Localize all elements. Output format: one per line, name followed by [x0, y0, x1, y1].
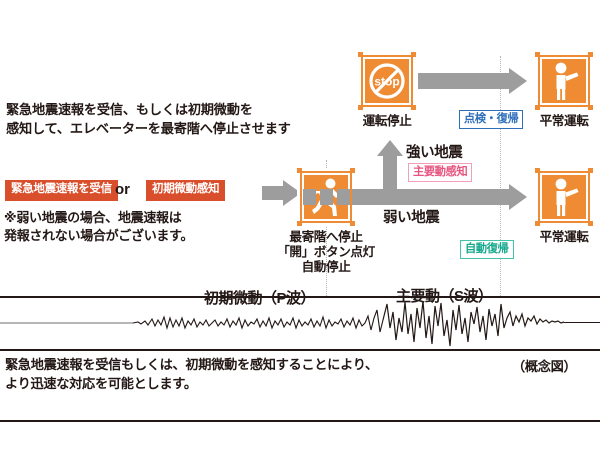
dotted-divider-left: [326, 160, 327, 296]
footer-text: 緊急地震速報を受信もしくは、初期微動を感知することにより、より迅速な対応を可能と…: [5, 357, 378, 392]
or-separator: or: [115, 181, 130, 198]
label-strong-quake: 強い地震: [406, 145, 463, 161]
elevator-side-right: [590, 57, 593, 105]
elevator-side-right: [590, 173, 593, 221]
elevator-lintel: [540, 168, 588, 171]
badge-initial-tremor-detected: 初期微動感知: [146, 180, 226, 201]
divider-baseline: [0, 420, 600, 423]
divider-bottom: [0, 349, 600, 352]
label-weak-quake: 弱い地震: [383, 210, 440, 226]
badge-auto-restore: 自動復帰: [460, 240, 514, 260]
elevator-side-left: [358, 57, 361, 105]
arrow-trigger-to-evacuate-head: [283, 180, 301, 206]
standing-person-icon: [555, 178, 579, 216]
elevator-lintel: [540, 52, 588, 55]
dashed-arrow-segment: [320, 189, 333, 205]
conceptual-diagram-note: （概念図）: [512, 359, 577, 374]
elevator-side-left: [535, 173, 538, 221]
headline-text: 緊急地震速報を受信、もしくは初期微動を感知して、エレベーターを最寄階へ停止させま…: [6, 102, 291, 136]
elevator-sill: [540, 107, 588, 110]
stop-sign-icon: stop: [369, 63, 405, 99]
elevator-side-left: [535, 57, 538, 105]
badge-main-motion-detected: 主要動感知: [408, 163, 473, 183]
divider-top: [0, 296, 600, 299]
dotted-divider-right: [500, 56, 501, 296]
svg-text:stop: stop: [374, 75, 399, 89]
elevator-normal-top-icon: [535, 52, 593, 110]
elevator-door-frame: [540, 173, 588, 221]
label-s-wave: 主要動（S波）: [396, 288, 493, 305]
arrow-to-stop-head: [377, 140, 403, 156]
caption-evacuate: 最寄階へ停止「開」ボタン点灯自動停止: [277, 230, 375, 274]
elevator-side-right: [413, 57, 416, 105]
elevator-stopped-icon: stop: [358, 52, 416, 110]
arrow-stop-to-normal-body: [418, 73, 510, 89]
standing-person-icon: [555, 62, 579, 100]
caption-normal-bottom: 平常運転: [539, 230, 589, 244]
arrow-trigger-to-evacuate-body: [262, 186, 284, 200]
elevator-sill: [540, 223, 588, 226]
weak-quake-note: ※弱い地震の場合、地震速報は発報されない場合がございます。: [4, 210, 194, 243]
dashed-arrow-segment: [337, 189, 350, 205]
arrow-to-stop-body: [383, 156, 397, 190]
elevator-door-frame: [540, 57, 588, 105]
elevator-normal-bottom-icon: [535, 168, 593, 226]
badge-inspection-restore: 点検・復帰: [459, 110, 524, 130]
badge-emergency-alert-received: 緊急地震速報を受信: [5, 180, 118, 201]
elevator-sill: [363, 107, 411, 110]
elevator-lintel: [302, 168, 350, 171]
arrow-stop-to-normal-head: [509, 68, 527, 94]
caption-stopped: 運転停止: [362, 114, 412, 128]
elevator-sill: [302, 223, 350, 226]
elevator-side-left: [297, 173, 300, 221]
arrow-weak-to-normal-body: [352, 189, 510, 205]
seismograph-waveform: [0, 298, 600, 348]
elevator-lintel: [363, 52, 411, 55]
elevator-door-frame: [363, 57, 411, 105]
arrow-weak-to-normal-head: [509, 184, 527, 210]
caption-normal-top: 平常運転: [539, 114, 589, 128]
label-p-wave: 初期微動（P波）: [204, 290, 316, 307]
dashed-arrow-segment: [303, 189, 316, 205]
waveform-svg: [0, 300, 600, 347]
